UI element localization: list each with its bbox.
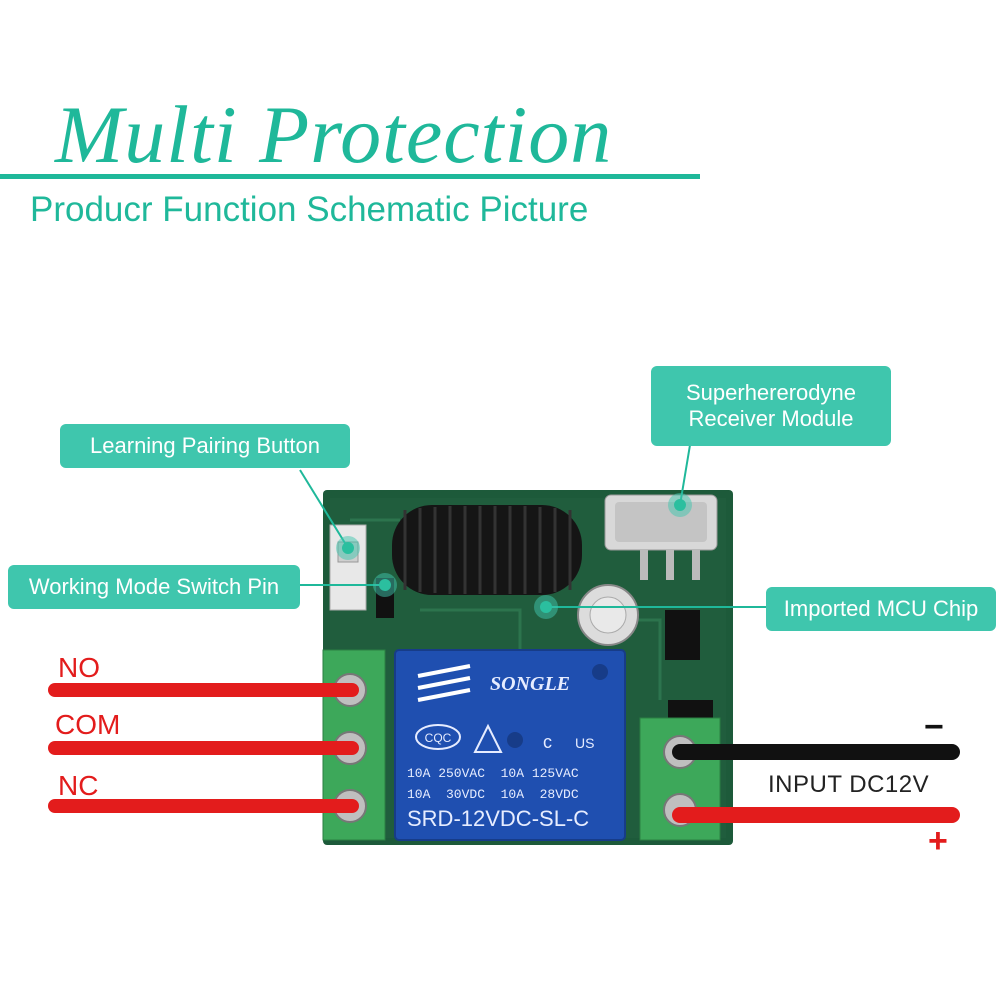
mcu-chip [577, 584, 713, 725]
marker-switch-pin [373, 573, 397, 597]
wire-label-com: COM [55, 709, 121, 740]
callout-receiver-module: Superhererodyne Receiver Module [651, 366, 891, 446]
callout-receiver-module-line2: Receiver Module [688, 406, 854, 431]
relay-rating-line1: 10A 250VAC 10A 125VAC [407, 766, 579, 781]
callout-learning-pairing-button-text: Learning Pairing Button [90, 433, 320, 458]
relay-rating-line2: 10A 30VDC 10A 28VDC [407, 787, 579, 802]
plus-sign: + [928, 822, 948, 860]
relay-model: SRD-12VDC-SL-C [407, 806, 589, 831]
relay [394, 649, 626, 841]
callout-mcu-chip: Imported MCU Chip [766, 587, 996, 631]
title-underline [0, 174, 700, 179]
relay-cert-us: US [575, 735, 594, 751]
antenna-coil [392, 505, 582, 595]
callout-receiver-module-line1: Superhererodyne [685, 380, 856, 405]
callout-mcu-chip-text: Imported MCU Chip [783, 596, 979, 621]
callout-working-mode-switch-pin-text: Working Mode Switch Pin [28, 574, 280, 599]
wire-label-no: NO [58, 652, 100, 683]
page-subtitle: Producr Function Schematic Picture [30, 190, 589, 229]
input-voltage-label: INPUT DC12V [768, 771, 930, 798]
page-title: Multi Protection [55, 89, 613, 180]
marker-learning-button [336, 536, 360, 560]
callout-working-mode-switch-pin: Working Mode Switch Pin [8, 565, 300, 609]
callout-learning-pairing-button: Learning Pairing Button [60, 424, 350, 468]
marker-receiver-module [668, 493, 692, 517]
relay-cert-cqc: CQC [425, 731, 452, 745]
relay-brand: SONGLE [490, 673, 570, 695]
wire-label-nc: NC [58, 770, 99, 801]
marker-mcu-chip [534, 595, 558, 619]
relay-cert-c: c [543, 732, 552, 752]
minus-sign: − [924, 708, 944, 746]
